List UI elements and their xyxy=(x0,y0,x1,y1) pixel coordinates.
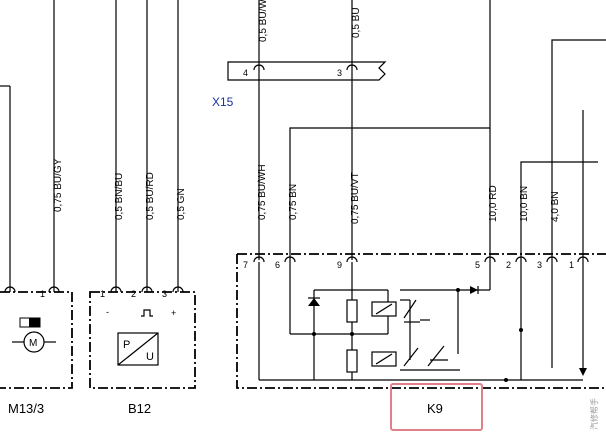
junction-dots xyxy=(312,288,523,382)
x15-connector-body xyxy=(227,61,387,81)
k9-terminal-9 xyxy=(346,256,358,263)
motor-symbol: M xyxy=(29,338,37,349)
k9-wire-3-bn xyxy=(551,39,606,262)
b12-terminal-1 xyxy=(110,286,122,293)
x15-pin-3-terminal xyxy=(346,0,358,260)
k9-terminal-7 xyxy=(253,256,265,263)
wire-label-top-bu: 0,5 BU xyxy=(351,7,362,38)
relay-coil-icon xyxy=(371,301,397,317)
x15-label: X15 xyxy=(212,95,234,109)
m13-terminal-1 xyxy=(48,286,60,293)
resistor-icon-2 xyxy=(346,349,358,373)
wire-label-b12-gn: 0,5 GN xyxy=(176,188,187,220)
wire-label-k9-bu-wh: 0,75 BU/WH xyxy=(257,164,268,220)
wire-label-k9-10-rd: 10,0 RD xyxy=(488,185,499,222)
k9-terminal-6 xyxy=(284,256,296,263)
wire-label-k9-bn: 0,75 BN xyxy=(288,184,299,220)
x15-pin-3: 3 xyxy=(337,68,342,78)
wire-label-k9-4-bn: 4,0 BN xyxy=(550,191,561,222)
k9-internal-wiring xyxy=(258,262,584,381)
wire-label-top-bu-wh: 0,5 BU/WH xyxy=(258,0,269,42)
b12-terminal-2 xyxy=(141,286,153,293)
b12-label: B12 xyxy=(128,401,151,416)
b12-housing xyxy=(89,291,196,389)
k9-pin-2: 2 xyxy=(506,260,511,270)
k9-pin-9: 9 xyxy=(337,260,342,270)
pulse-icon xyxy=(141,309,153,317)
k9-terminal-1 xyxy=(577,256,589,263)
resistor-icon xyxy=(346,299,358,323)
m13-terminal-left xyxy=(4,286,16,293)
sensor-u-symbol: U xyxy=(146,351,154,363)
b12-pin-3: 3 xyxy=(162,289,167,299)
wire-label-b12-bu-rd: 0,5 BU/RD xyxy=(145,172,156,220)
k9-terminal-3 xyxy=(546,256,558,263)
m13-label: M13/3 xyxy=(8,401,44,416)
wire-label-k9-bu-vt: 0,75 BU/VT xyxy=(350,172,361,224)
k9-pin-5: 5 xyxy=(475,260,480,270)
watermark: 汽修帮手 xyxy=(589,398,599,430)
b12-minus-sign: - xyxy=(106,307,109,317)
k9-pin-7: 7 xyxy=(243,260,248,270)
m13-housing xyxy=(0,291,73,389)
k9-terminal-2 xyxy=(515,256,527,263)
pressure-sensor-icon xyxy=(117,332,159,366)
k9-pin-6: 6 xyxy=(275,260,280,270)
b12-pin-2: 2 xyxy=(131,289,136,299)
wire-label-m13-bu-gy: 0,75 BU/GY xyxy=(53,158,64,212)
arrow-icon xyxy=(579,368,587,376)
diode-icon-2 xyxy=(470,286,479,294)
k9-highlight-box xyxy=(390,383,483,431)
b12-terminal-3 xyxy=(172,286,184,293)
k9-housing xyxy=(236,253,606,389)
diode-icon xyxy=(308,297,320,306)
k9-pin-1: 1 xyxy=(569,260,574,270)
sensor-p-symbol: P xyxy=(123,339,130,351)
relay-switch-icon-2 xyxy=(400,345,460,371)
k9-terminal-5 xyxy=(484,256,496,263)
b12-pin-1: 1 xyxy=(100,289,105,299)
relay-coil-icon-2 xyxy=(371,351,397,367)
k9-wire-2-bn xyxy=(520,161,598,262)
x15-pin-4-terminal xyxy=(253,0,265,260)
k9-wire-6-bn xyxy=(289,0,491,262)
k9-pin-3: 3 xyxy=(537,260,542,270)
x15-pin-4: 4 xyxy=(243,68,248,78)
relay-switch-icon xyxy=(403,299,420,323)
m13-pin-1: 1 xyxy=(40,289,45,299)
motor-icon xyxy=(12,317,56,353)
wire-label-b12-bn-bu: 0,5 BN/BU xyxy=(114,173,125,220)
k9-label: K9 xyxy=(427,401,443,416)
wire-label-k9-10-bn: 10,0 BN xyxy=(519,186,530,222)
b12-plus-sign: + xyxy=(171,308,176,318)
